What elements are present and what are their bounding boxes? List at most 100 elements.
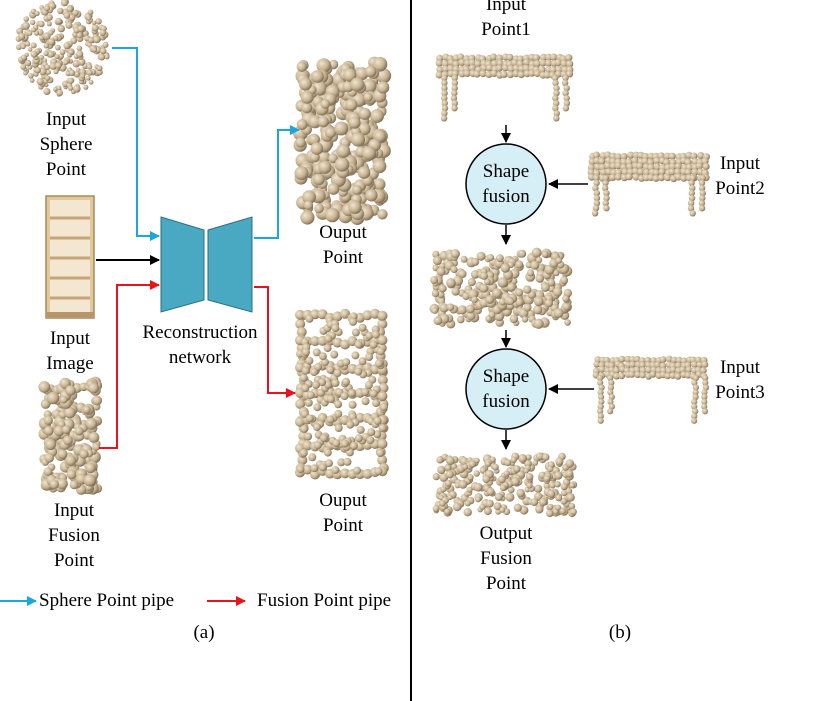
point <box>533 318 544 329</box>
point <box>435 71 443 79</box>
label-line: Point <box>45 159 87 180</box>
point <box>310 336 320 347</box>
point <box>376 347 385 356</box>
point <box>310 469 320 480</box>
point <box>479 283 489 293</box>
point <box>300 210 315 225</box>
point <box>539 59 547 67</box>
point <box>65 385 76 396</box>
point <box>552 74 559 82</box>
point <box>438 284 447 293</box>
point <box>304 398 313 407</box>
point <box>525 454 532 461</box>
point <box>318 378 327 387</box>
point <box>63 59 69 65</box>
point <box>663 174 672 182</box>
point <box>47 38 56 46</box>
point <box>362 78 377 93</box>
point <box>86 64 93 70</box>
point <box>69 480 79 490</box>
point <box>36 77 44 86</box>
point <box>357 166 371 179</box>
point <box>500 263 510 273</box>
point <box>608 379 615 386</box>
point <box>330 350 339 359</box>
point <box>332 311 343 322</box>
point <box>530 498 539 506</box>
point <box>691 413 698 420</box>
reconstruction-network-label: Reconstruction network <box>142 320 257 370</box>
shape-fusion-label-1: Shape fusion <box>482 159 530 209</box>
point <box>614 173 622 181</box>
shape-fusion-node-2 <box>465 348 547 430</box>
point <box>441 79 448 87</box>
point <box>702 384 710 391</box>
point <box>365 331 374 340</box>
point <box>376 81 390 94</box>
point <box>614 162 622 170</box>
point <box>547 489 556 498</box>
point <box>521 316 529 323</box>
point <box>436 267 446 276</box>
label-line: Point <box>322 247 364 268</box>
point <box>24 59 32 67</box>
point <box>451 100 458 107</box>
point <box>602 179 609 187</box>
point <box>560 276 569 285</box>
point <box>464 500 471 507</box>
point <box>444 479 452 487</box>
shape-fusion-node-1 <box>465 143 547 225</box>
point <box>332 439 341 448</box>
point <box>552 287 563 297</box>
point <box>86 15 92 21</box>
point <box>607 398 614 405</box>
point <box>487 254 495 261</box>
point <box>326 395 335 403</box>
point <box>524 459 532 468</box>
point <box>451 287 460 296</box>
point <box>511 59 519 67</box>
output-bottom-label: Ouput Point <box>319 488 367 538</box>
point <box>294 166 309 181</box>
point <box>348 389 356 398</box>
point <box>334 400 343 409</box>
point <box>317 150 331 164</box>
output-fusion-point-cloud <box>432 452 578 518</box>
point <box>554 481 561 488</box>
point <box>59 395 68 404</box>
point <box>468 460 476 468</box>
point <box>639 371 647 379</box>
panel-divider <box>410 0 412 701</box>
point <box>506 71 515 79</box>
point <box>364 65 377 78</box>
point <box>613 372 620 380</box>
point <box>350 132 366 147</box>
point <box>445 470 454 479</box>
point <box>634 371 642 379</box>
point <box>342 377 350 386</box>
point <box>432 505 440 513</box>
point <box>698 179 706 187</box>
point <box>510 456 517 463</box>
point <box>533 60 541 68</box>
point <box>78 58 86 66</box>
label-line: Fusion <box>480 548 532 569</box>
point <box>310 142 324 155</box>
point <box>46 14 53 21</box>
point <box>354 434 363 443</box>
point <box>379 403 388 412</box>
point <box>351 351 360 360</box>
point <box>513 465 521 473</box>
point <box>698 200 706 207</box>
point <box>565 469 574 478</box>
point <box>516 488 525 498</box>
point <box>493 502 502 511</box>
point <box>607 389 614 396</box>
point <box>321 358 329 367</box>
point <box>669 366 677 374</box>
point <box>365 189 378 202</box>
point <box>507 65 515 73</box>
point <box>663 152 671 160</box>
point <box>431 289 440 298</box>
point <box>65 21 73 29</box>
